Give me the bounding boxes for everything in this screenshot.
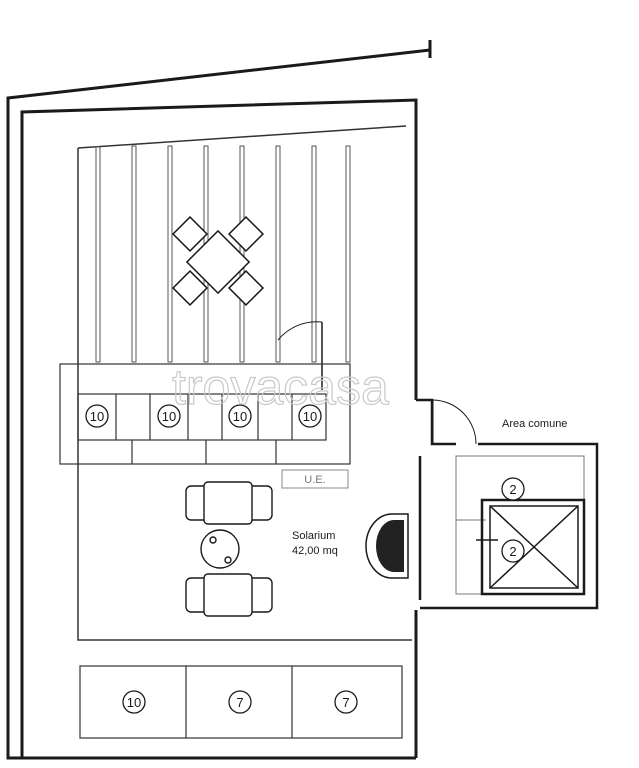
lift-shaft	[476, 498, 586, 596]
solarium-area: 42,00 mq	[292, 545, 338, 557]
planter-marker-3-label: 7	[342, 695, 349, 710]
ue-label: U.E.	[304, 474, 325, 486]
solarium-name: Solarium	[292, 530, 335, 542]
planter-marker-2-label: 7	[236, 695, 243, 710]
planters	[79, 665, 403, 739]
door-swing	[277, 321, 323, 390]
lift-marker-lower-label: 2	[509, 544, 516, 559]
stair-marker-1-label: 10	[90, 409, 104, 424]
common-area-walls	[416, 398, 599, 610]
staircase	[59, 363, 351, 465]
stair-marker-3: 10	[228, 404, 252, 428]
wall-grille	[365, 513, 409, 579]
stair-marker-3-label: 10	[233, 409, 247, 424]
planter-marker-1-label: 10	[127, 695, 141, 710]
solarium-boundary	[77, 125, 412, 641]
planter-marker-3: 7	[334, 690, 358, 714]
stair-marker-1: 10	[85, 404, 109, 428]
square-table-set	[171, 215, 265, 307]
common-area-label: Area comune	[502, 418, 567, 430]
stair-marker-2: 10	[157, 404, 181, 428]
planter-marker-2: 7	[228, 690, 252, 714]
lift-marker-lower: 2	[501, 539, 525, 563]
stair-marker-4: 10	[298, 404, 322, 428]
stair-marker-2-label: 10	[162, 409, 176, 424]
outer-wall	[6, 40, 432, 760]
watermark: trovacasa	[172, 359, 389, 415]
common-area-door	[432, 399, 477, 445]
lift-marker-upper-label: 2	[509, 482, 516, 497]
furniture-set	[185, 481, 273, 617]
ue-box: U.E.	[281, 469, 349, 489]
stair-marker-4-label: 10	[303, 409, 317, 424]
landing	[455, 455, 585, 595]
lift-marker-upper: 2	[501, 477, 525, 501]
planter-marker-1: 10	[122, 690, 146, 714]
